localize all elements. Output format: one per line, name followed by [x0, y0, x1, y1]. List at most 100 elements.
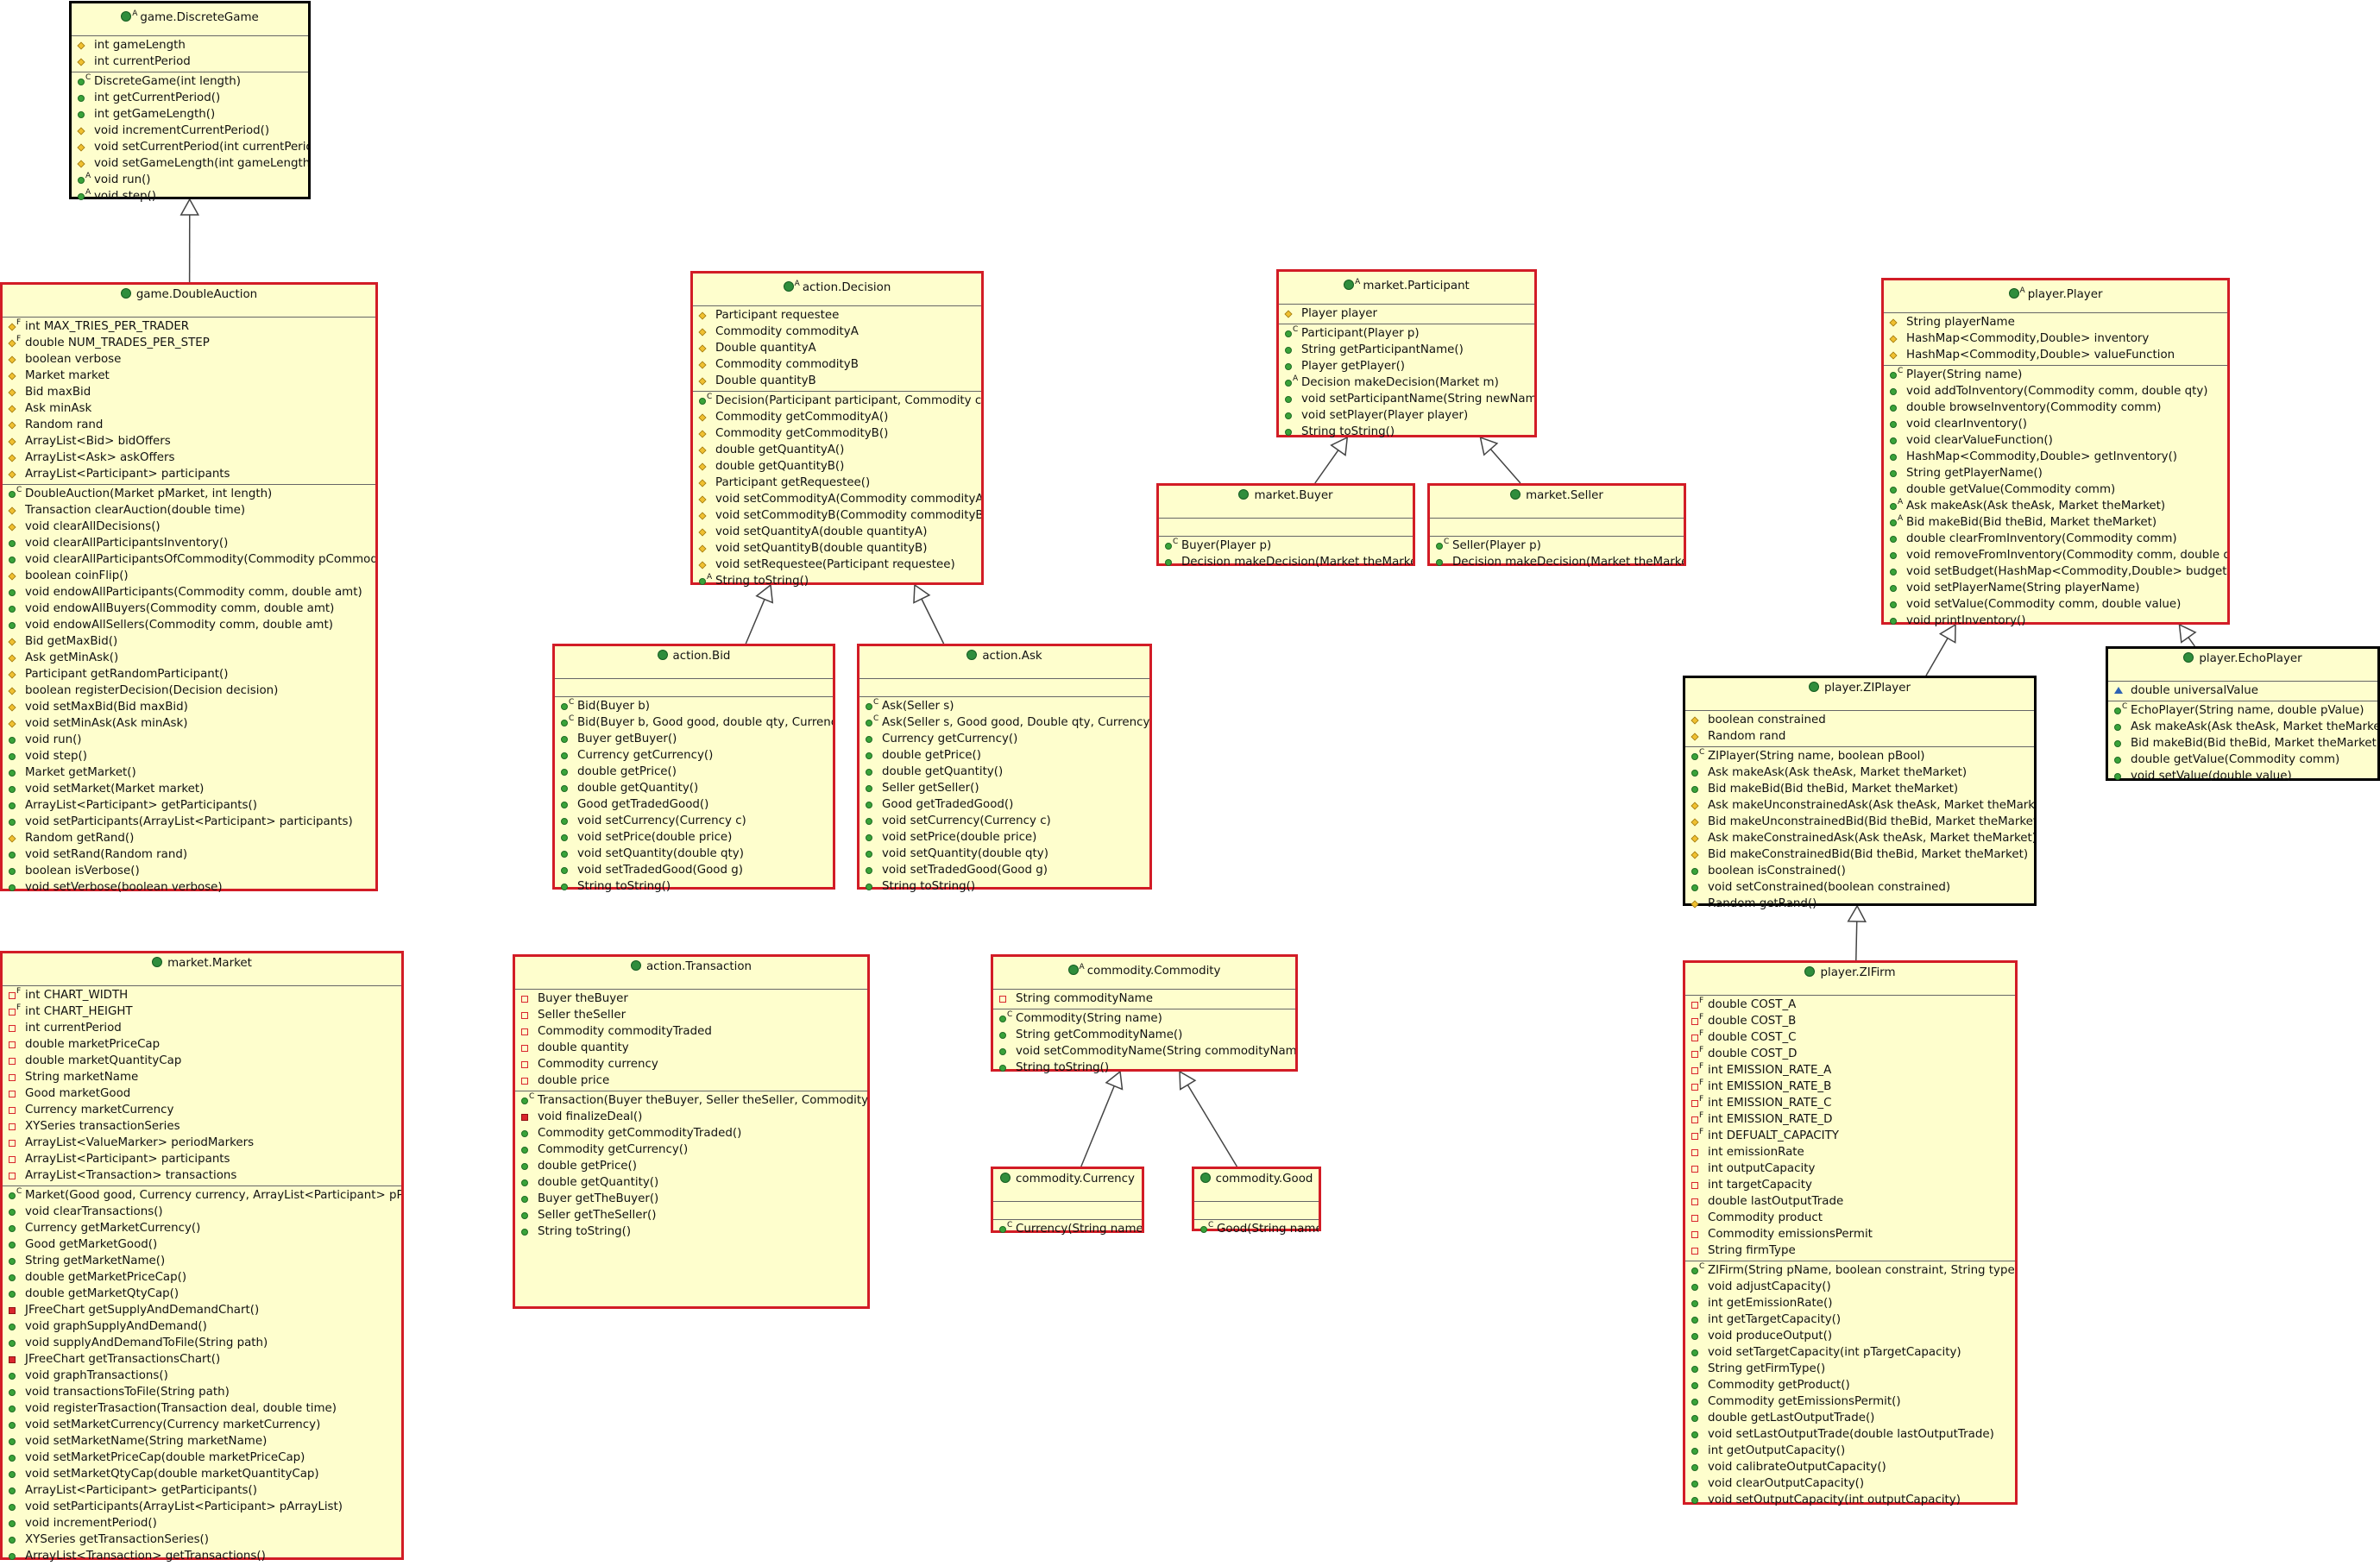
method-signature: void clearTransactions() [25, 1205, 163, 1218]
method-signature: String toString() [1301, 425, 1395, 438]
public-visibility-icon [78, 111, 85, 118]
public-visibility-icon [9, 1192, 16, 1199]
class-method: Seller getSeller() [859, 780, 1149, 796]
class-method: Transaction clearAuction(double time) [3, 502, 375, 519]
method-signature: void produceOutput() [1708, 1330, 1832, 1343]
class-name: market.Seller [1526, 489, 1603, 502]
method-signature: Commodity getCurrency() [538, 1143, 688, 1156]
field-signature: int currentPeriod [25, 1022, 122, 1035]
class-method: Commodity getEmissionsPermit() [1685, 1393, 2015, 1410]
class-field: boolean verbose [3, 351, 375, 368]
method-signature: void setMaxBid(Bid maxBid) [25, 701, 188, 714]
class-name: action.Ask [982, 650, 1042, 663]
class-method: void setQuantity(double qty) [859, 846, 1149, 862]
field-signature: ArrayList<ValueMarker> periodMarkers [25, 1136, 254, 1149]
public-visibility-icon [9, 557, 16, 563]
inheritance-line-ask [922, 599, 944, 644]
public-visibility-icon [1691, 1431, 1698, 1438]
class-field: String marketName [3, 1069, 401, 1085]
field-signature: int EMISSION_RATE_A [1708, 1064, 1831, 1077]
method-signature: boolean isVerbose() [25, 865, 140, 877]
method-signature: void step() [25, 750, 87, 763]
method-signature: void clearValueFunction() [1906, 434, 2053, 447]
field-signature: boolean constrained [1708, 714, 1826, 726]
private-visibility-icon [1691, 1215, 1698, 1222]
method-signature: Bid makeConstrainedBid(Bid theBid, Marke… [1708, 848, 2028, 861]
method-signature: void setPlayerName(String playerName) [1906, 582, 2140, 594]
modifier-marker: C [873, 714, 878, 727]
class-method: double getQuantity() [555, 780, 833, 796]
method-signature: Ask(Seller s) [882, 700, 954, 713]
public-visibility-icon [9, 1340, 16, 1347]
class-method: void setCommodityA(Commodity commodityA) [693, 491, 981, 507]
class-field: Commodity emissionsPermit [1685, 1226, 2015, 1242]
field-signature: int CHART_WIDTH [25, 989, 128, 1002]
class-method: double getQuantityB() [693, 458, 981, 475]
class-method: void setParticipants(ArrayList<Participa… [3, 1499, 401, 1515]
public-visibility-icon [1890, 552, 1897, 559]
method-signature: Currency(String name) [1016, 1223, 1142, 1236]
public-visibility-icon [1691, 786, 1698, 793]
private-visibility-icon [9, 1074, 16, 1081]
private-visibility-icon [1691, 1166, 1698, 1173]
abstract-marker: A [1355, 278, 1360, 286]
class-icon [2183, 652, 2194, 663]
private-visibility-icon [1691, 1002, 1698, 1009]
method-signature: void setQuantityA(double quantityA) [715, 525, 927, 538]
class-method: void addToInventory(Commodity comm, doub… [1884, 383, 2227, 399]
method-signature: void graphTransactions() [25, 1369, 168, 1382]
public-visibility-icon [1691, 753, 1698, 760]
class-icon [152, 957, 162, 967]
method-signature: void transactionsToFile(String path) [25, 1386, 230, 1399]
class-icon [784, 281, 794, 292]
method-signature: String toString() [1016, 1061, 1109, 1074]
class-method: Market getMarket() [3, 764, 375, 781]
class-method: boolean isVerbose() [3, 863, 375, 879]
public-visibility-icon [866, 785, 872, 792]
class-name: market.Market [167, 957, 252, 970]
private-visibility-icon [1691, 1116, 1698, 1123]
class-method: void setQuantity(double qty) [555, 846, 833, 862]
class-method: Ask makeAsk(Ask theAsk, Market theMarket… [2108, 719, 2377, 735]
public-visibility-icon [1285, 380, 1292, 387]
method-signature: void removeFromInventory(Commodity comm,… [1906, 549, 2227, 562]
method-signature: String toString() [577, 880, 671, 893]
method-signature: String toString() [882, 880, 975, 893]
field-signature: HashMap<Commodity,Double> inventory [1906, 332, 2149, 345]
class-method: void setMarketQtyCap(double marketQuanti… [3, 1466, 401, 1482]
class-method: void graphSupplyAndDemand() [3, 1318, 401, 1335]
field-signature: Ask minAsk [25, 402, 91, 415]
private-visibility-icon [9, 1041, 16, 1048]
protected-visibility-icon [8, 654, 16, 662]
class-method: Participant getRandomParticipant() [3, 666, 375, 682]
public-visibility-icon [1890, 618, 1897, 625]
public-visibility-icon [9, 737, 16, 744]
class-method: void printInventory() [1884, 613, 2227, 629]
